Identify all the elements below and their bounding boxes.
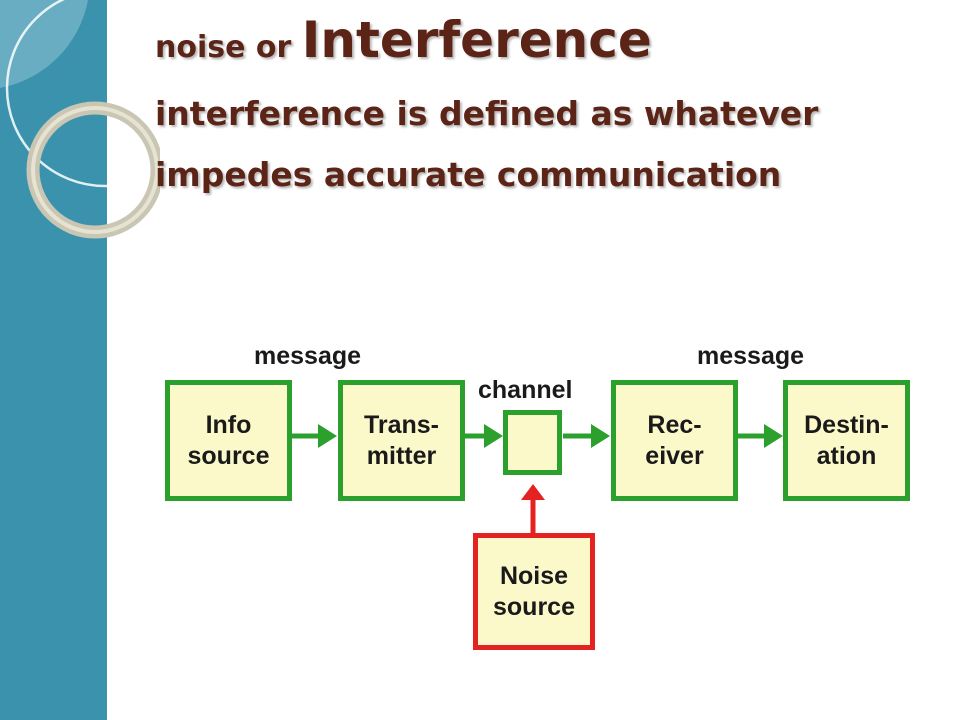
- arrowhead-info-to-transmitter: [318, 424, 337, 448]
- noise-source-box: Noise source: [473, 533, 595, 650]
- receiver-box: Rec- eiver: [611, 380, 738, 501]
- title-line-3: impedes accurate communication: [155, 155, 782, 194]
- info-source-box: Info source: [165, 380, 292, 501]
- title-emphasis: Interference: [301, 11, 652, 69]
- noise-source-label: Noise source: [493, 561, 575, 621]
- destination-label: Destin- ation: [804, 410, 889, 470]
- title-prefix: noise or: [155, 30, 302, 65]
- channel-box: [503, 410, 562, 475]
- arrowhead-noise-to-channel: [521, 484, 545, 500]
- transmitter-label: Trans- mitter: [363, 410, 440, 470]
- arrowhead-channel-to-receiver: [591, 424, 610, 448]
- channel-label: channel: [478, 376, 573, 404]
- message-label-left: message: [254, 342, 362, 370]
- arrowhead-receiver-to-destination: [764, 424, 783, 448]
- title-line-1: noise or Interference: [155, 10, 652, 78]
- transmitter-box: Trans- mitter: [338, 380, 465, 501]
- arrowhead-transmitter-to-channel: [484, 424, 503, 448]
- receiver-label: Rec- eiver: [645, 410, 704, 470]
- info-source-label: Info source: [187, 410, 270, 470]
- message-label-right: message: [697, 342, 805, 370]
- title-line-2: interference is defined as whatever: [155, 94, 819, 133]
- destination-box: Destin- ation: [783, 380, 910, 501]
- decorative-rings: [0, 0, 160, 239]
